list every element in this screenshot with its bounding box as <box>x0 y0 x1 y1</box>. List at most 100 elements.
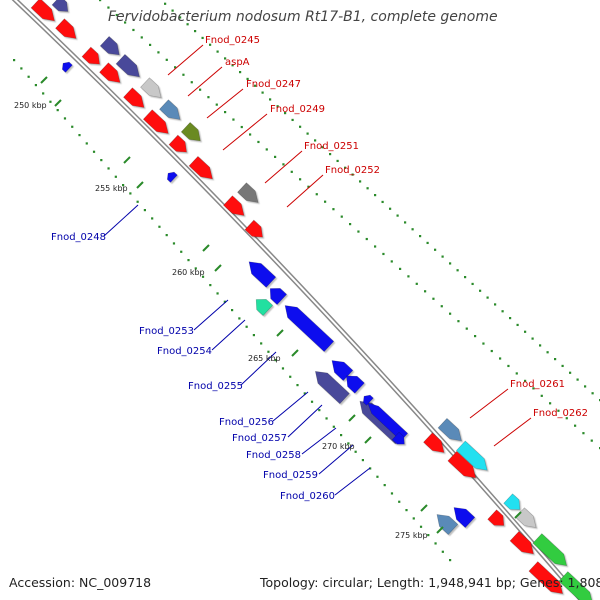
gene-arrow-small-3[interactable] <box>362 394 374 406</box>
track-dash <box>420 504 428 512</box>
grid-dot <box>207 96 210 99</box>
gene-label-fnod-0251[interactable]: Fnod_0251 <box>304 141 359 152</box>
gene-label-fnod-0245[interactable]: Fnod_0245 <box>205 35 260 46</box>
map-title: Fervidobacterium nodosum Rt17-B1, comple… <box>108 9 498 25</box>
grid-dot <box>261 91 264 94</box>
gene-label-fnod-0249[interactable]: Fnod_0249 <box>270 104 325 115</box>
gene-label-fnod-0258[interactable]: Fnod_0258 <box>246 450 301 461</box>
grid-dot <box>524 330 527 333</box>
grid-dot <box>569 371 572 374</box>
gene-arrow-fnod-0261[interactable] <box>423 432 445 453</box>
gene-arrow-fnod-0256[interactable] <box>331 360 354 382</box>
gene-label-fnod-0248[interactable]: Fnod_0248 <box>51 232 106 243</box>
accession-text: Accession: NC_009718 <box>9 575 152 590</box>
gene-arrow-c[interactable] <box>81 46 100 65</box>
kbp-tick <box>54 99 62 107</box>
gene-arrow-fnod-0245[interactable] <box>99 36 120 56</box>
gene-arrow-top[interactable] <box>51 0 69 12</box>
gene-arrow-fnod-0247b[interactable] <box>180 122 201 142</box>
gene-arrow-fnod-0257[interactable] <box>346 375 365 394</box>
gene-arrow-i[interactable] <box>436 514 459 536</box>
gene-arrow-fnod-0245b[interactable] <box>115 53 140 78</box>
grid-dot <box>582 432 585 435</box>
grid-dot <box>179 16 182 19</box>
kbp-tick <box>214 264 222 272</box>
gene-label-fnod-0257[interactable]: Fnod_0257 <box>232 433 287 444</box>
gene-arrow-j[interactable] <box>487 509 505 526</box>
gene-arrow-small-2[interactable] <box>166 171 178 183</box>
gene-label-fnod-0256[interactable]: Fnod_0256 <box>219 417 274 428</box>
gene-arrow-fnod-0255[interactable] <box>284 305 335 353</box>
gene-label-fnod-0254[interactable]: Fnod_0254 <box>157 346 212 357</box>
grid-dot <box>532 387 535 390</box>
grid-dot <box>34 84 37 87</box>
grid-dot <box>499 357 502 360</box>
gene-label-fnod-0262[interactable]: Fnod_0262 <box>533 408 588 419</box>
gene-arrow-fnod-0254b[interactable] <box>255 299 274 316</box>
grid-dot <box>441 550 444 553</box>
gene-label-fnod-0247[interactable]: Fnod_0247 <box>246 79 301 90</box>
gene-arrow-f[interactable] <box>142 109 169 134</box>
gene-arrow-fnod-0261b[interactable] <box>447 450 477 479</box>
grid-dot <box>252 334 255 337</box>
gene-label-aspa[interactable]: aspA <box>225 57 250 68</box>
gene-arrow-o[interactable] <box>528 561 564 595</box>
gene-arrow-p[interactable] <box>558 571 593 600</box>
grid-dot <box>411 228 414 231</box>
gene-arrow-fnod-0252[interactable] <box>244 219 263 238</box>
grid-dot <box>290 170 293 173</box>
grid-dot <box>479 289 482 292</box>
gene-arrow-d[interactable] <box>99 62 121 83</box>
gene-arrow-fnod-0262[interactable] <box>455 440 488 471</box>
gene-arrow-fnod-0253[interactable] <box>248 261 277 288</box>
grid-dot <box>404 221 407 224</box>
grid-dot <box>199 88 202 91</box>
grid-dot <box>419 525 423 528</box>
gene-arrow-fnod-0262a[interactable] <box>437 417 462 442</box>
grid-dot <box>389 207 392 210</box>
gene-arrow-fnod-0251[interactable] <box>223 195 245 216</box>
gene-arrow-h[interactable] <box>453 507 476 529</box>
gene-label-fnod-0252[interactable]: Fnod_0252 <box>325 165 380 176</box>
grid-dot <box>486 296 489 299</box>
gene-arrow-g[interactable] <box>168 134 187 153</box>
gene-label-fnod-0255[interactable]: Fnod_0255 <box>188 381 243 392</box>
grid-dot <box>239 71 242 74</box>
grid-dot <box>332 425 335 428</box>
grid-dot <box>546 351 549 354</box>
gene-arrow-m[interactable] <box>509 530 534 555</box>
gene-arrow-fnod-0254[interactable] <box>269 288 288 305</box>
gene-arrow-fnod-0260[interactable] <box>391 431 405 445</box>
gene-label-fnod-0261[interactable]: Fnod_0261 <box>510 379 565 390</box>
genome-backbone-inner <box>13 0 583 600</box>
grid-dot <box>449 559 452 562</box>
gene-arrow-n[interactable] <box>532 533 568 567</box>
gene-arrow-aspa[interactable] <box>140 77 162 98</box>
gene-arrow-gray[interactable] <box>237 182 259 203</box>
grid-dot <box>257 140 260 144</box>
gene-arrow-fnod-0247[interactable] <box>159 99 181 120</box>
gene-arrow-b[interactable] <box>55 18 77 39</box>
grid-dot <box>13 59 16 62</box>
callout-line <box>318 444 354 475</box>
gene-arrow-small-1[interactable] <box>61 61 73 73</box>
grid-dot <box>180 250 183 253</box>
gene-label-fnod-0253[interactable]: Fnod_0253 <box>139 326 194 337</box>
grid-dot <box>194 267 197 270</box>
gene-arrow-e[interactable] <box>123 87 145 108</box>
grid-dot <box>405 509 408 512</box>
grid-dot <box>310 400 314 403</box>
gene-arrow-a[interactable] <box>30 0 55 22</box>
dotted-grid-lines <box>13 0 600 562</box>
grid-dot <box>482 342 485 345</box>
gene-arrow-fnod-0256b[interactable] <box>314 371 350 405</box>
grid-dot <box>554 358 557 361</box>
grid-dot <box>215 103 218 106</box>
gene-arrow-fnod-0249[interactable] <box>188 155 213 180</box>
grid-dot <box>78 134 81 137</box>
gene-arrow-k[interactable] <box>503 493 521 510</box>
gene-label-fnod-0260[interactable]: Fnod_0260 <box>280 491 335 502</box>
gene-label-fnod-0259[interactable]: Fnod_0259 <box>263 470 318 481</box>
grid-dot <box>549 402 552 405</box>
